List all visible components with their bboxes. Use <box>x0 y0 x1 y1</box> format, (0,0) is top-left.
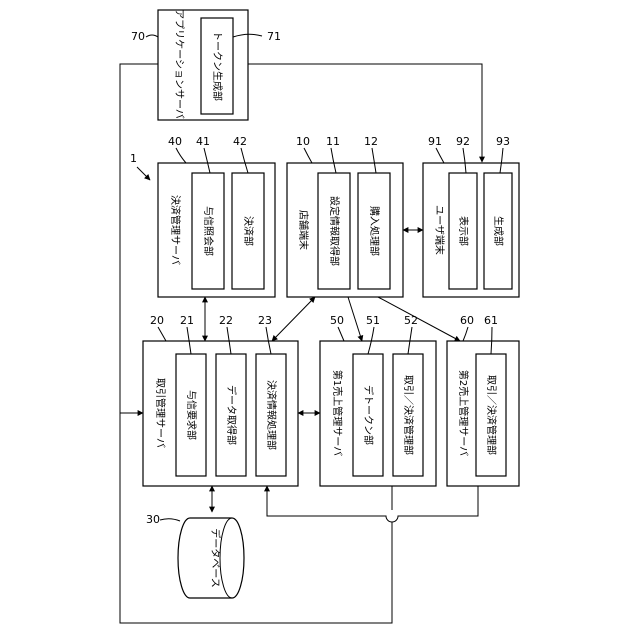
token-gen-num: 71 <box>267 30 281 43</box>
user-terminal-num: 91 <box>428 135 442 148</box>
user-terminal-label: ユーザ端末 <box>433 205 446 255</box>
data-acquire-label: データ取得部 <box>225 385 238 445</box>
system-ref: 1 <box>130 152 150 180</box>
detoken-label: デトークン部 <box>362 385 375 445</box>
setting-info-label: 設定情報取得部 <box>328 196 341 266</box>
app-server-label: アプリケーションサーバ <box>173 9 185 119</box>
payment-server: 決済管理サーバ 与信照会部 決済部 40 41 42 <box>158 135 275 297</box>
connector-sales2-to-paymentinfo <box>267 486 478 522</box>
connector-store-sales1 <box>348 297 362 341</box>
token-gen-label: トークン生成部 <box>211 31 224 101</box>
database-num: 30 <box>146 513 160 526</box>
detoken-num: 51 <box>366 314 380 327</box>
purchase-num: 12 <box>364 135 378 148</box>
sales2-num: 60 <box>460 314 474 327</box>
txn-payment1-num: 52 <box>404 314 418 327</box>
txn-payment2-num: 61 <box>484 314 498 327</box>
sales2-label: 第2売上管理サーバ <box>457 370 470 456</box>
database-label: データベース <box>209 528 222 588</box>
connector-store-txn <box>272 297 315 341</box>
setting-info-num: 11 <box>326 135 340 148</box>
txn-server-label: 取引管理サーバ <box>154 378 167 448</box>
store-terminal: 店舗端末 設定情報取得部 購入処理部 10 11 12 <box>287 135 403 297</box>
payment-server-num: 40 <box>168 135 182 148</box>
store-terminal-num: 10 <box>296 135 310 148</box>
sales1-label: 第1売上管理サーバ <box>331 370 344 456</box>
app-server-num: 70 <box>131 30 145 43</box>
display-num: 92 <box>456 135 470 148</box>
app-server: アプリケーションサーバ トークン生成部 70 71 <box>131 9 281 120</box>
credit-request-label: 与信要求部 <box>185 390 198 440</box>
connector-store-sales2 <box>378 297 460 341</box>
settlement-num: 42 <box>233 135 247 148</box>
generation-num: 93 <box>496 135 510 148</box>
txn-server: 取引管理サーバ 与信要求部 データ取得部 決済情報処理部 20 21 22 23 <box>143 314 298 486</box>
data-acquire-num: 22 <box>219 314 233 327</box>
generation-label: 生成部 <box>492 216 505 246</box>
purchase-label: 購入処理部 <box>368 206 381 256</box>
display-label: 表示部 <box>457 216 470 246</box>
txn-payment2-label: 取引／決済管理部 <box>485 375 498 455</box>
credit-inquiry-num: 41 <box>196 135 210 148</box>
sales1-server: 第1売上管理サーバ デトークン部 取引／決済管理部 50 51 52 <box>320 314 436 486</box>
system-num: 1 <box>130 152 137 165</box>
txn-server-num: 20 <box>150 314 164 327</box>
store-terminal-label: 店舗端末 <box>297 210 310 250</box>
credit-request-num: 21 <box>180 314 194 327</box>
credit-inquiry-label: 与信照会部 <box>202 206 215 256</box>
payment-info-num: 23 <box>258 314 272 327</box>
payment-server-label: 決済管理サーバ <box>169 195 182 265</box>
user-terminal: ユーザ端末 表示部 生成部 91 92 93 <box>423 135 519 297</box>
payment-info-label: 決済情報処理部 <box>265 380 278 450</box>
settlement-label: 決済部 <box>242 216 255 246</box>
database: データベース 30 <box>146 513 244 598</box>
txn-payment1-label: 取引／決済管理部 <box>402 375 415 455</box>
sales1-num: 50 <box>330 314 344 327</box>
